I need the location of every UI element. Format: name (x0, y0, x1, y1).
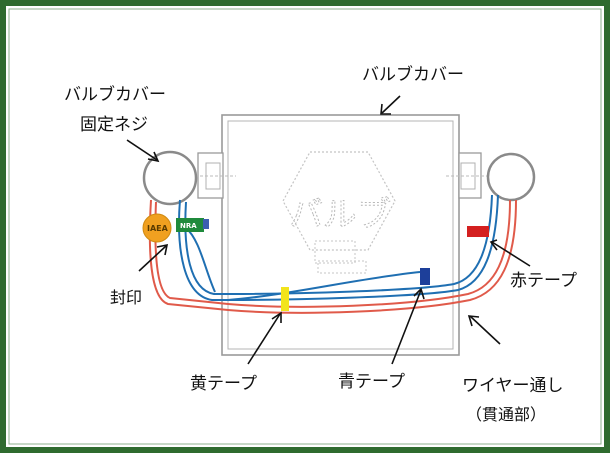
valve-cover-fixing-screw-label-line1: バルブカバー (64, 84, 166, 105)
green-tag-text: NRA (180, 222, 197, 230)
valve-hexagon-outline: バルブ (282, 151, 396, 274)
inner-frame (8, 8, 602, 445)
wire-passage-label-line2: （貫通部） (466, 405, 546, 424)
valve-cover-box (221, 114, 460, 356)
green-tag (176, 218, 204, 232)
pointer-arrows (126, 95, 531, 365)
seal-stamp (142, 213, 172, 243)
yellow-tape-mark (281, 287, 289, 311)
blue-tape-mark (420, 268, 430, 285)
red-wire (148, 199, 517, 314)
right-fixing-screw-ring (486, 152, 536, 202)
seal-label: 封印 (110, 288, 142, 307)
seal-stamp-text: IAEA (147, 224, 169, 233)
left-hinge (190, 152, 236, 199)
left-fixing-screw-ring (142, 150, 198, 206)
red-tape-label: 赤テープ (510, 271, 577, 291)
blue-tape-label: 青テープ (338, 372, 405, 392)
valve-watermark-text: バルブ (289, 195, 391, 235)
green-tag-clip (203, 219, 209, 229)
wire-passage-label-line1: ワイヤー通し (462, 376, 564, 396)
red-tape-mark (467, 226, 489, 237)
valve-cover-fixing-screw-label-line2: 固定ネジ (80, 115, 148, 135)
yellow-tape-label: 黄テープ (190, 374, 257, 394)
right-hinge (446, 152, 494, 199)
valve-cover-label: バルブカバー (362, 64, 464, 85)
